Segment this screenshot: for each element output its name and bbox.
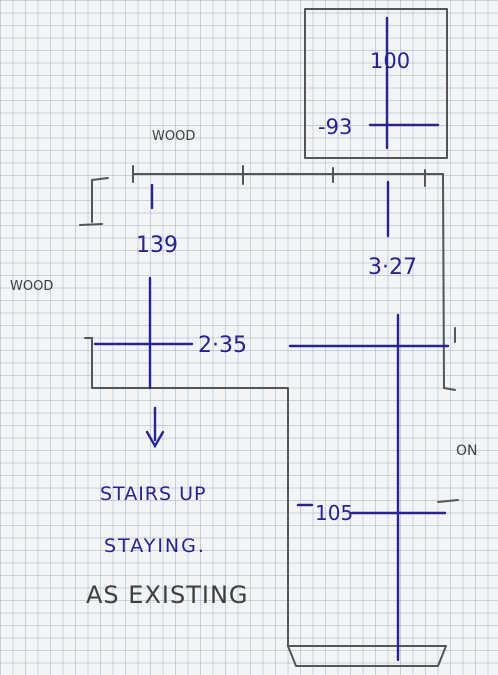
right-wall-line: [442, 173, 456, 391]
upper-wall-ticks: [132, 165, 426, 187]
stairs-note-line1: STAIRS UP: [100, 483, 206, 505]
box-horizontal-measurement: -93: [318, 115, 352, 139]
stairs-note-line2: STAYING.: [104, 535, 206, 557]
pencil-outline: [79, 8, 459, 667]
stairs-bottom-step: [287, 645, 447, 667]
wood-label-top: WOOD: [152, 129, 195, 144]
left-vertical-line: [148, 183, 154, 390]
right-vertical-measurement: 3·27: [368, 255, 417, 280]
left-bracket: [79, 177, 109, 226]
box-vertical-measurement: 100: [370, 49, 410, 73]
right-tick: [437, 499, 459, 503]
horizontal-line: [93, 342, 450, 348]
stairs-area-outline: [84, 337, 447, 647]
stairs-arrow-head: [145, 430, 165, 449]
left-vertical-measurement: 139: [136, 233, 178, 258]
as-existing-label: AS EXISTING: [86, 581, 249, 609]
ink-dimension-lines: [93, 16, 450, 662]
horizontal-measurement: 2·35: [198, 333, 247, 358]
lower-horizontal-measurement: 105: [315, 501, 353, 525]
top-right-box-outline: [304, 8, 448, 159]
wood-label-left: WOOD: [10, 279, 53, 294]
on-label-right: ON: [456, 443, 478, 459]
